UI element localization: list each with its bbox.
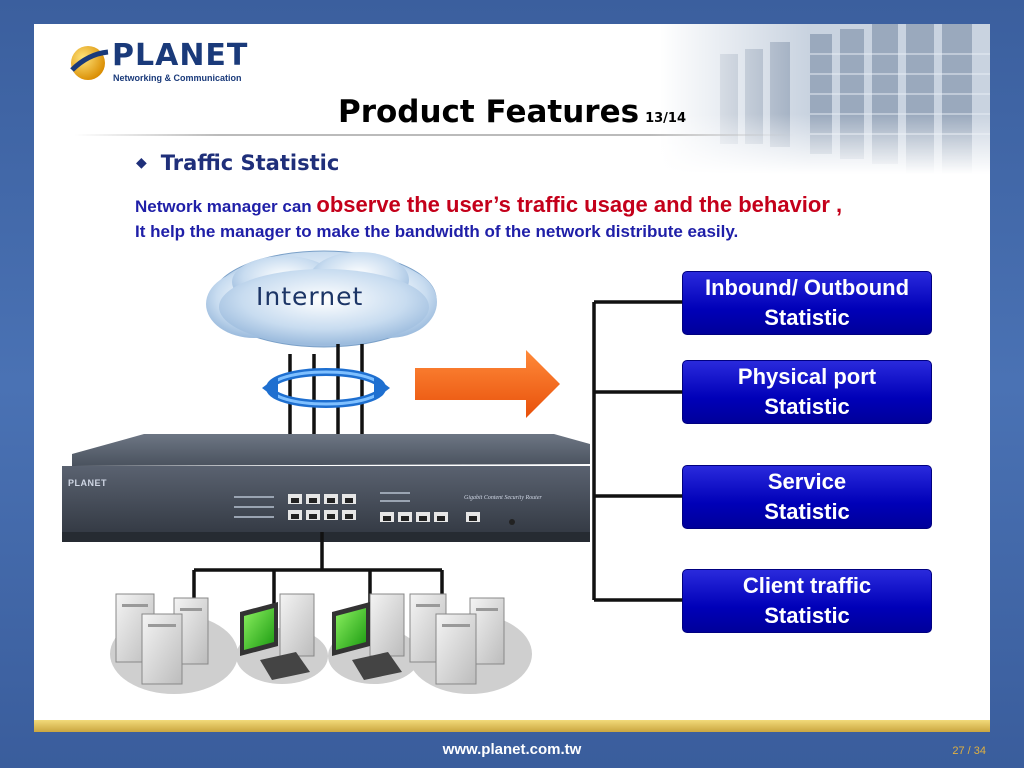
title-page-counter: 13/14	[645, 111, 686, 126]
title-text: Product Features	[337, 94, 640, 130]
description-line-2: It help the manager to make the bandwidt…	[135, 222, 739, 241]
stat-box-line2: Statistic	[764, 499, 850, 524]
description-prefix: Network manager can	[135, 197, 317, 216]
sync-arrows-icon	[262, 368, 390, 408]
bullet-text: Traffic Statistic	[160, 151, 340, 175]
footer-url: www.planet.com.tw	[442, 741, 582, 758]
bullet-heading: ◆ Traffic Statistic	[136, 151, 339, 175]
brand-name: PLANET	[112, 38, 249, 73]
uplink-cables	[288, 344, 364, 434]
stat-box-line2: Statistic	[764, 305, 850, 330]
stat-box-line1: Service	[767, 469, 847, 494]
workstation-1-icon	[236, 593, 328, 684]
description-emphasis: observe the user’s traffic usage and the…	[316, 192, 843, 217]
workstation-2-icon	[328, 593, 420, 684]
server-group-right-icon	[408, 593, 532, 694]
planet-logo-icon	[70, 46, 109, 80]
stat-box-client-traffic: Client traffic Statistic	[682, 569, 932, 633]
lan-cables	[192, 532, 444, 604]
network-diagram	[62, 250, 682, 694]
internet-label: Internet	[256, 282, 364, 311]
stat-box-line2: Statistic	[764, 394, 850, 419]
stat-box-inbound-outbound: Inbound/ Outbound Statistic	[682, 271, 932, 335]
router-device-icon	[62, 434, 590, 542]
datacenter-image	[660, 24, 990, 174]
internet-cloud-icon	[206, 250, 437, 348]
stat-box-line1: Inbound/ Outbound	[704, 275, 910, 300]
server-group-left-icon	[110, 593, 238, 694]
diamond-bullet-icon: ◆	[136, 155, 147, 171]
slide: PLANET Networking & Communication Produc…	[34, 24, 990, 720]
page-title: Product Features 13/14	[34, 94, 990, 130]
stat-box-line2: Statistic	[764, 603, 850, 628]
stat-box-line1: Physical port	[737, 364, 877, 389]
stat-box-service: Service Statistic	[682, 465, 932, 529]
router-brand-label: PLANET	[68, 478, 107, 488]
stat-box-line1: Client traffic	[742, 573, 872, 598]
page-number: 27 / 34	[952, 745, 986, 757]
stat-bracket-lines	[592, 300, 682, 602]
footer-gold-band	[34, 720, 990, 732]
stat-box-physical-port: Physical port Statistic	[682, 360, 932, 424]
direction-arrow-icon	[415, 350, 560, 418]
brand-tagline: Networking & Communication	[113, 73, 242, 83]
description-line-1: Network manager can observe the user’s t…	[135, 192, 842, 218]
router-model-label: Gigabit Content Security Router	[464, 495, 542, 501]
title-divider	[74, 134, 794, 136]
